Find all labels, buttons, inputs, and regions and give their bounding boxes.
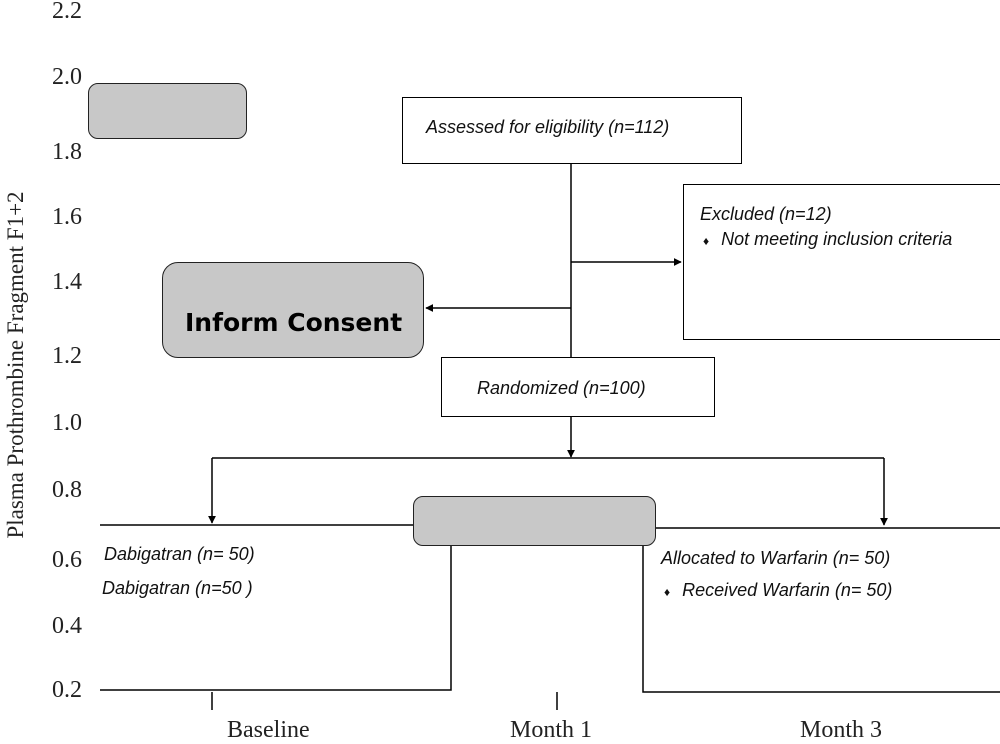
consent-label: Inform Consent [185, 308, 403, 337]
right-arm-item-text: Received Warfarin (n= 50) [682, 580, 893, 600]
y-tick-2-2: 2.2 [52, 0, 82, 24]
x-tick-month1: Month 1 [510, 717, 593, 743]
x-tick-month3: Month 3 [800, 717, 883, 743]
y-tick-0-4: 0.4 [52, 613, 82, 639]
y-tick-0-6: 0.6 [52, 547, 82, 573]
excluded-box [683, 184, 1000, 340]
randomized-box [441, 357, 715, 417]
y-tick-0-8: 0.8 [52, 477, 82, 503]
left-arm-line1: Dabigatran (n= 50) [104, 544, 255, 564]
y-tick-1-2: 1.2 [52, 343, 82, 369]
y-tick-1-0: 1.0 [52, 410, 82, 436]
x-tick-baseline: Baseline [227, 717, 310, 743]
y-tick-1-6: 1.6 [52, 204, 82, 230]
right-arm-line1: Allocated to Warfarin (n= 50) [661, 548, 891, 568]
bullet-icon: ♦ [664, 585, 671, 599]
y-tick-1-8: 1.8 [52, 139, 82, 165]
excluded-item: ♦ Not meeting inclusion criteria [703, 229, 952, 250]
randomized-label: Randomized (n=100) [477, 378, 646, 398]
y-tick-2-0: 2.0 [52, 64, 82, 90]
grey-box-center [413, 496, 656, 546]
grey-box-top-left [88, 83, 247, 139]
excluded-item-text: Not meeting inclusion criteria [721, 229, 953, 249]
bullet-icon: ♦ [703, 234, 710, 248]
y-tick-1-4: 1.4 [52, 269, 82, 295]
right-arm-item: ♦ Received Warfarin (n= 50) [664, 580, 892, 601]
assessed-box [402, 97, 742, 164]
left-arm-line2: Dabigatran (n=50 ) [102, 578, 253, 598]
y-tick-0-2: 0.2 [52, 677, 82, 703]
excluded-title: Excluded (n=12) [700, 204, 832, 224]
assessed-label: Assessed for eligibility (n=112) [426, 117, 670, 137]
left-arm-side [100, 545, 452, 691]
right-arm-side [642, 545, 1000, 693]
consent-box [162, 262, 424, 358]
